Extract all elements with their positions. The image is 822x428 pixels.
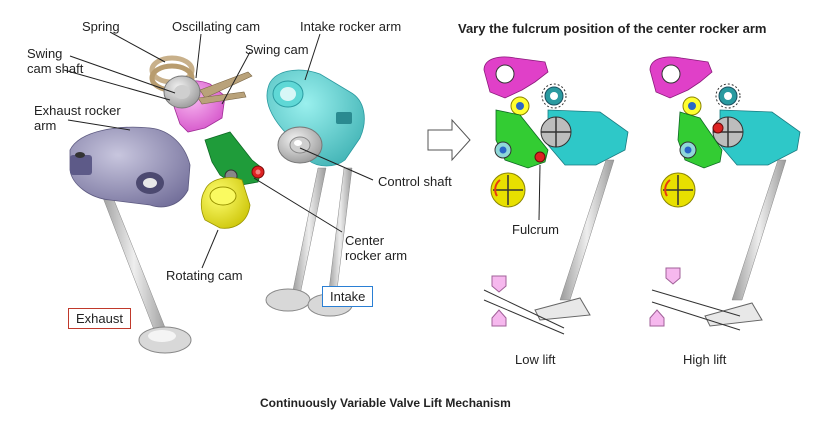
- rotating-cam: [200, 177, 251, 229]
- low-lift-schematic: [483, 56, 629, 335]
- label-swing-cam-shaft: Swing cam shaft: [27, 46, 84, 76]
- label-exhaust-rocker-arm: Exhaust rocker arm: [34, 103, 121, 133]
- label-rotating-cam: Rotating cam: [166, 268, 243, 283]
- left-mechanism: [63, 31, 374, 354]
- high-lift-schematic: [649, 56, 801, 331]
- label-swing-cam: Swing cam: [245, 42, 309, 57]
- label-spring: Spring: [82, 19, 120, 34]
- figure-caption: Continuously Variable Valve Lift Mechani…: [260, 396, 511, 410]
- control-shaft: [277, 126, 323, 164]
- swing-cam-group: [149, 55, 253, 133]
- label-intake-rocker-arm: Intake rocker arm: [300, 19, 402, 34]
- intake-rocker-arm: [266, 69, 365, 167]
- exhaust-box-label: Exhaust: [68, 308, 131, 329]
- label-oscillating-cam: Oscillating cam: [172, 19, 261, 34]
- label-control-shaft: Control shaft: [378, 174, 452, 189]
- right-panel-heading: Vary the fulcrum position of the center …: [458, 21, 767, 36]
- transition-arrow-icon: [427, 118, 471, 162]
- label-fulcrum: Fulcrum: [512, 222, 559, 237]
- label-low-lift: Low lift: [515, 352, 556, 367]
- leader-lines: [63, 31, 374, 269]
- exhaust-valve: [99, 189, 192, 354]
- label-center-rocker-arm: Center rocker arm: [345, 233, 408, 263]
- exhaust-rocker-arm: [69, 126, 191, 208]
- intake-box-label: Intake: [322, 286, 374, 307]
- label-high-lift: High lift: [683, 352, 727, 367]
